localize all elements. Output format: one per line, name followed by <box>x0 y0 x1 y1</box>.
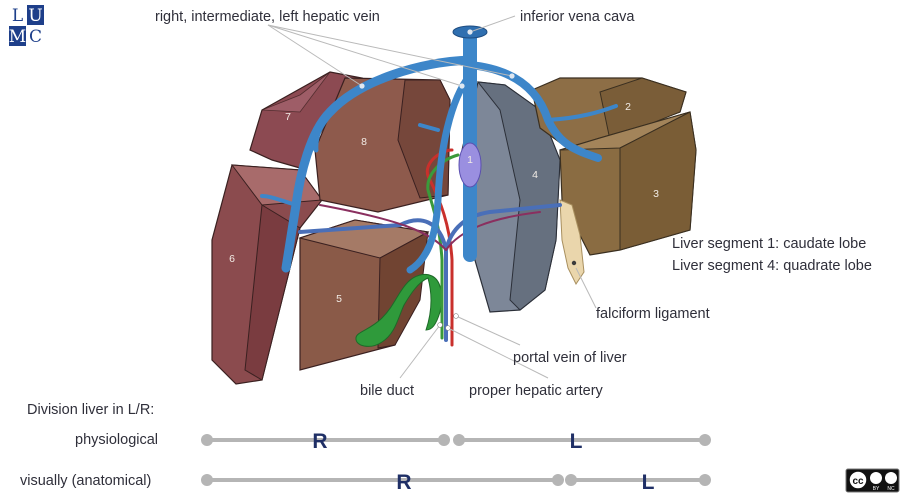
logo-letter-c: C <box>29 27 42 47</box>
label-portal-vein: portal vein of liver <box>513 350 627 366</box>
nc-icon: NC <box>887 486 895 492</box>
cc-icon: cc <box>852 476 864 487</box>
physiological-right-letter: R <box>312 430 327 453</box>
segment-number-2: 2 <box>625 101 631 113</box>
label-hepatic-veins: right, intermediate, left hepatic vein <box>155 9 380 25</box>
lumc-logo: L U M C <box>9 5 44 47</box>
anatomical-left-letter: L <box>642 471 655 494</box>
label-inferior-vena-cava: inferior vena cava <box>520 9 635 25</box>
anatomical-row: visually (anatomical) R L <box>20 471 711 494</box>
label-proper-hepatic-artery: proper hepatic artery <box>469 383 604 399</box>
cc-license-badge: cc BY NC <box>846 469 899 492</box>
segment-number-5: 5 <box>336 293 342 305</box>
logo-letter-l: L <box>12 6 23 26</box>
logo-letter-m: M <box>9 27 26 47</box>
label-caudate-lobe: Liver segment 1: caudate lobe <box>672 236 866 252</box>
logo-letter-u: U <box>28 6 42 26</box>
physiological-label: physiological <box>75 432 158 448</box>
label-falciform-ligament: falciform ligament <box>596 306 710 322</box>
anatomical-right-letter: R <box>396 471 411 494</box>
division-title: Division liver in L/R: <box>27 402 154 418</box>
segment-number-1: 1 <box>467 154 473 166</box>
segment-number-3: 3 <box>653 188 659 200</box>
physiological-row: physiological R L <box>75 430 711 453</box>
segment-number-4: 4 <box>532 169 538 181</box>
label-bile-duct: bile duct <box>360 383 414 399</box>
anatomical-label: visually (anatomical) <box>20 473 151 489</box>
segment-number-8: 8 <box>361 136 367 148</box>
label-quadrate-lobe: Liver segment 4: quadrate lobe <box>672 258 872 274</box>
physiological-left-letter: L <box>570 430 583 453</box>
segment-number-6: 6 <box>229 253 235 265</box>
by-icon: BY <box>873 486 880 492</box>
segment-number-7: 7 <box>285 111 291 123</box>
